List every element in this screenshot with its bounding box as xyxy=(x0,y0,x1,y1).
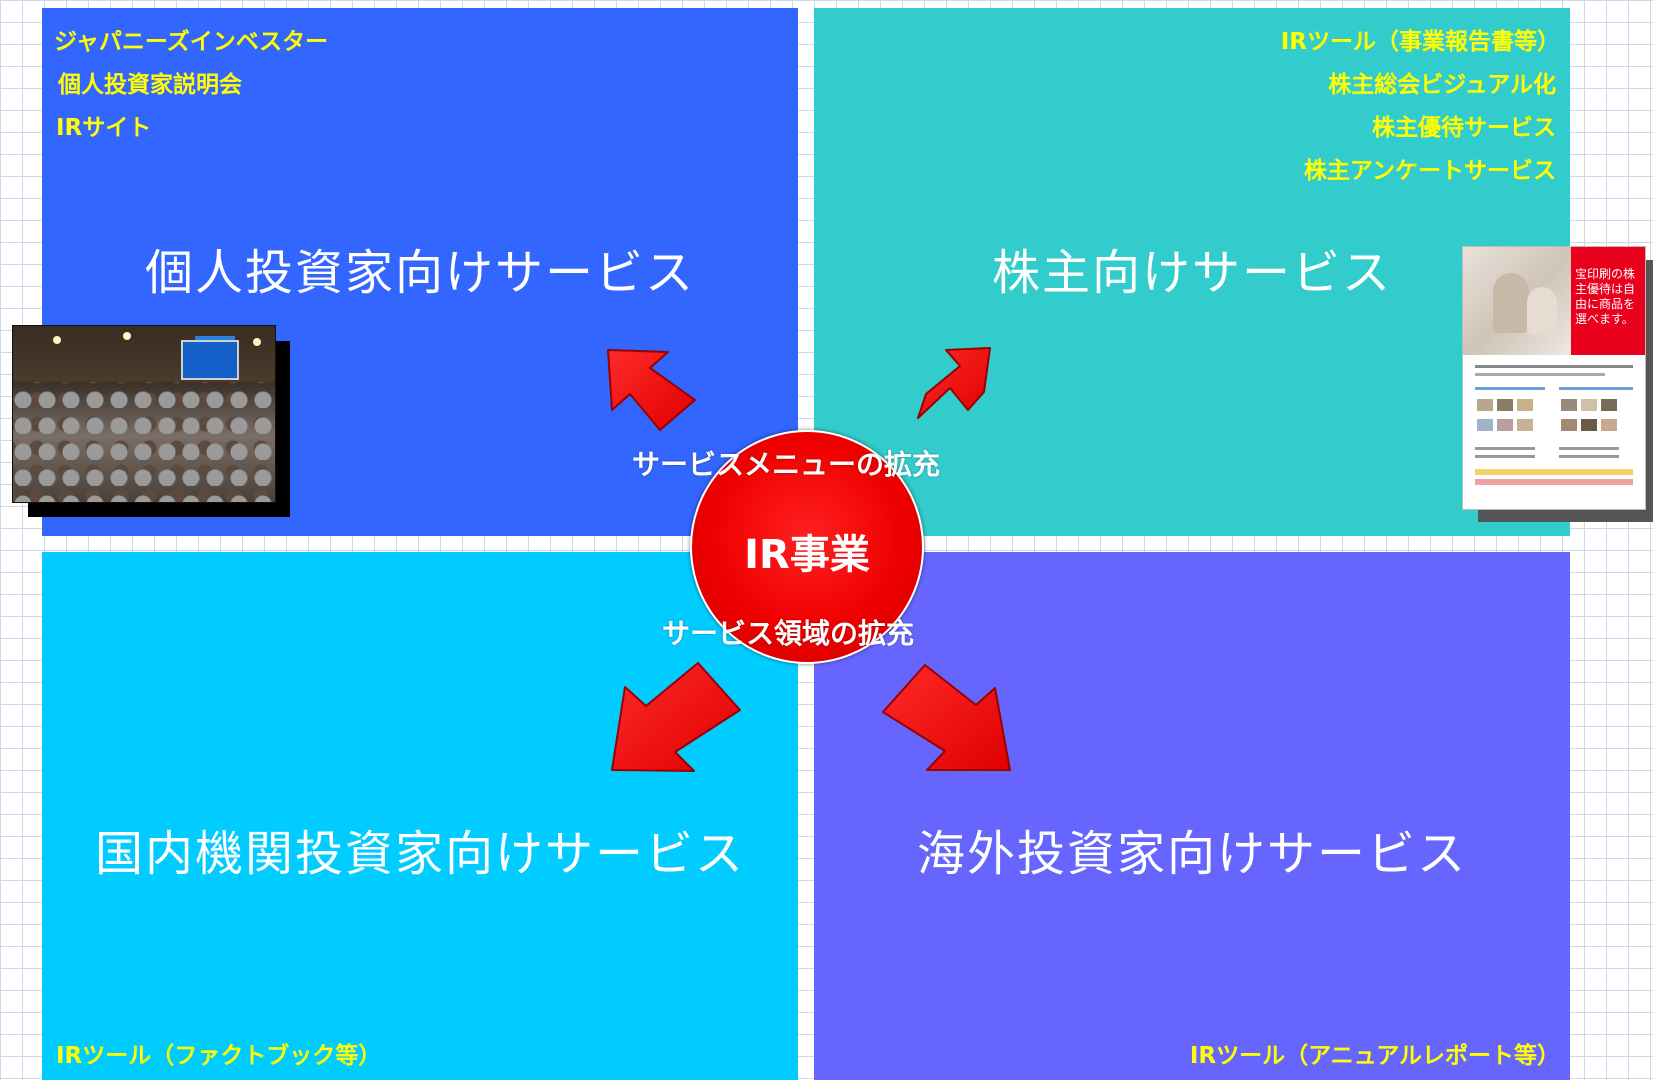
arrow-up-left xyxy=(607,349,696,431)
text-line xyxy=(1475,447,1535,450)
product-tile xyxy=(1517,399,1533,411)
audience-crowd xyxy=(13,382,275,502)
product-tile xyxy=(1477,419,1493,431)
label-service-area-expansion: サービス領域の拡充 xyxy=(662,617,915,650)
item-shareholder-survey: 株主アンケートサービス xyxy=(1303,158,1556,184)
product-tile xyxy=(1561,419,1577,431)
person-figure xyxy=(1493,273,1529,333)
person-figure xyxy=(1527,287,1557,335)
text-line xyxy=(1475,365,1633,368)
item-agm-visualization: 株主総会ビジュアル化 xyxy=(1328,72,1556,98)
product-tile xyxy=(1561,399,1577,411)
item-ir-tools-factbook: IRツール（ファクトブック等） xyxy=(56,1043,382,1069)
text-line xyxy=(1475,373,1605,376)
ceiling-light xyxy=(253,338,261,346)
product-tile xyxy=(1517,419,1533,431)
highlight-band xyxy=(1475,469,1633,475)
brochure-red-panel: 宝印刷の株主優待は自由に商品を選べます。 xyxy=(1571,247,1645,355)
text-line xyxy=(1559,455,1619,458)
brochure-headline: 宝印刷の株主優待は自由に商品を選べます。 xyxy=(1575,267,1636,326)
text-line xyxy=(1475,455,1535,458)
ceiling-light xyxy=(53,336,61,344)
center-ir-business-circle: IR事業 xyxy=(690,430,924,664)
arrow-up-right xyxy=(917,347,991,419)
arrow-down-right xyxy=(882,664,1011,771)
item-shareholder-benefits: 株主優待サービス xyxy=(1372,115,1556,141)
seminar-photo xyxy=(12,325,290,517)
product-tile xyxy=(1497,399,1513,411)
item-japanese-investor: ジャパニーズインベスター xyxy=(54,29,329,55)
section-bar xyxy=(1475,387,1545,390)
product-tile xyxy=(1581,419,1597,431)
product-tile xyxy=(1581,399,1597,411)
quadrant-title-overseas: 海外投資家向けサービス xyxy=(916,826,1467,882)
quadrant-title-individual: 個人投資家向けサービス xyxy=(144,245,695,301)
projection-screen xyxy=(181,340,239,380)
product-tile xyxy=(1477,399,1493,411)
quadrant-shareholders: IRツール（事業報告書等） 株主総会ビジュアル化 株主優待サービス 株主アンケー… xyxy=(814,8,1570,536)
brochure-family-photo xyxy=(1463,247,1585,355)
product-tile xyxy=(1601,399,1617,411)
quadrant-overseas-investors: 海外投資家向けサービス IRツール（アニュアルレポート等） xyxy=(814,552,1570,1080)
seminar-audience-image xyxy=(12,325,276,503)
item-ir-site: IRサイト xyxy=(56,115,152,141)
quadrant-title-domestic: 国内機関投資家向けサービス xyxy=(94,826,745,882)
highlight-band xyxy=(1475,479,1633,485)
text-line xyxy=(1559,447,1619,450)
center-label: IR事業 xyxy=(744,532,870,578)
quadrant-domestic-institutional: 国内機関投資家向けサービス IRツール（ファクトブック等） xyxy=(42,552,798,1080)
arrow-down-left xyxy=(611,662,741,772)
brochure-page: 宝印刷の株主優待は自由に商品を選べます。 xyxy=(1462,246,1646,510)
product-tile xyxy=(1601,419,1617,431)
section-bar xyxy=(1559,387,1633,390)
quadrant-title-shareholders: 株主向けサービス xyxy=(991,245,1392,301)
item-ir-tools-business-report: IRツール（事業報告書等） xyxy=(1280,29,1560,55)
shareholder-benefit-brochure: 宝印刷の株主優待は自由に商品を選べます。 xyxy=(1462,246,1653,522)
item-ir-tools-annual-report: IRツール（アニュアルレポート等） xyxy=(1189,1043,1560,1069)
label-service-menu-expansion: サービスメニューの拡充 xyxy=(632,448,941,481)
product-tile xyxy=(1497,419,1513,431)
item-individual-briefing: 個人投資家説明会 xyxy=(58,72,242,98)
ceiling-light xyxy=(123,332,131,340)
